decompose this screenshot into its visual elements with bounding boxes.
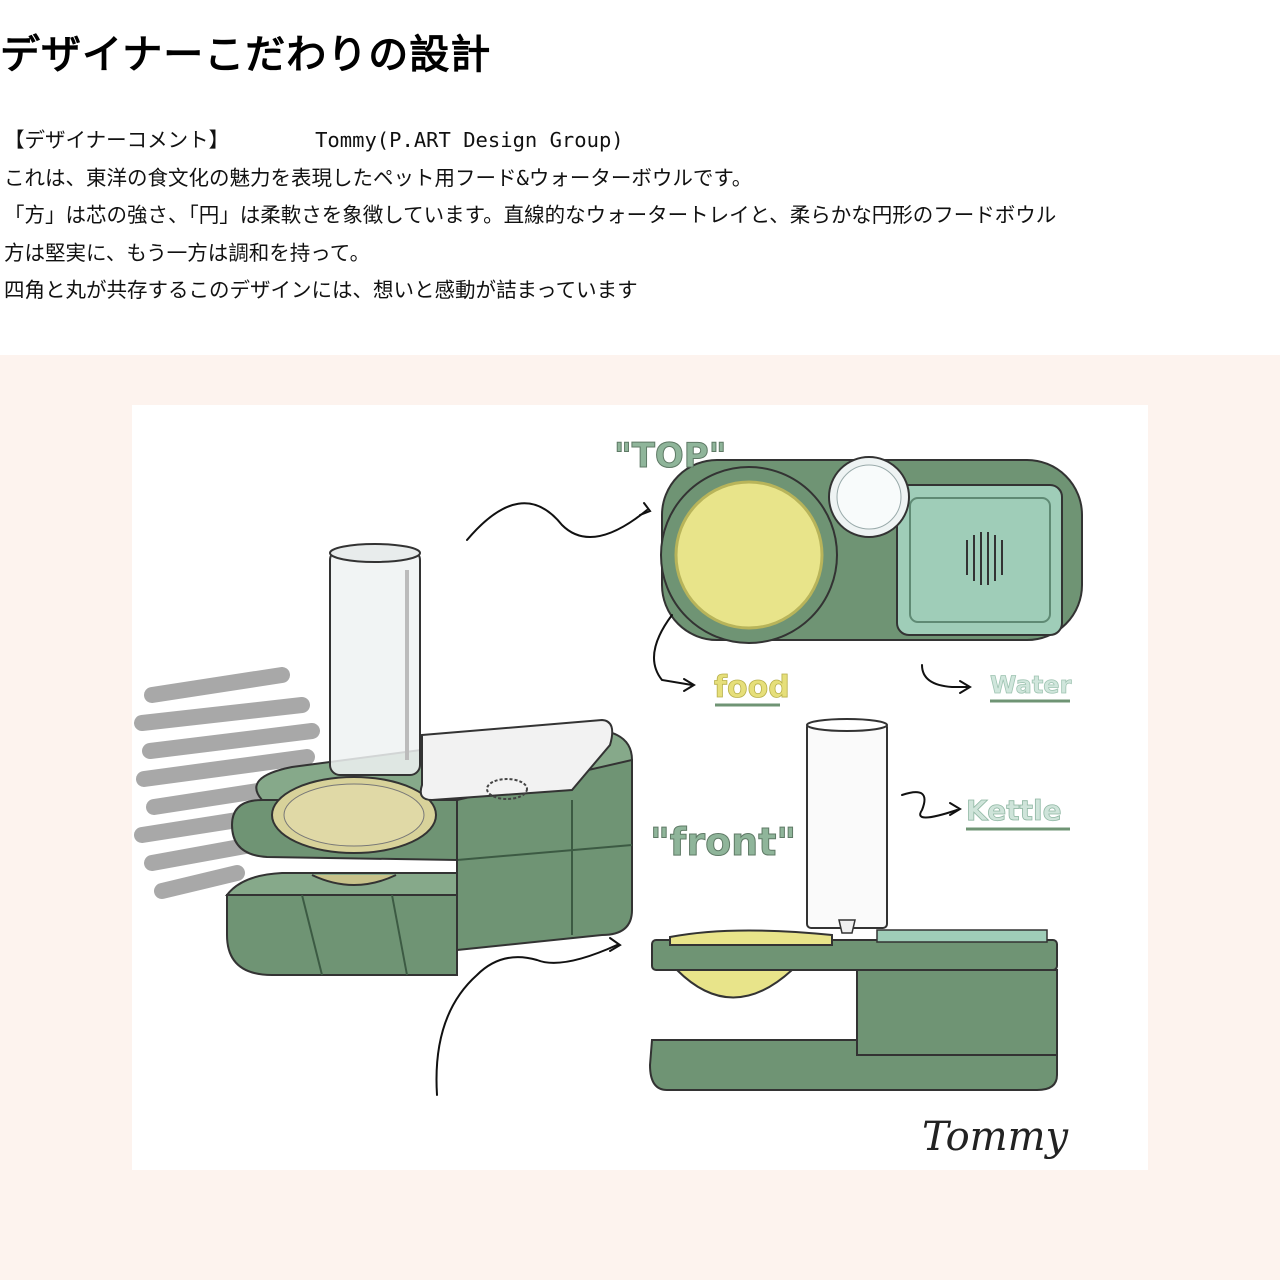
sketch-labels: "TOP" "front" food Water Kettle Tommy [614, 436, 1072, 1161]
page-title: デザイナーこだわりの設計 [0, 32, 492, 78]
comment-heading: 【デザイナーコメント】 [4, 128, 230, 152]
drain-grid [966, 532, 1003, 585]
annotation-arrows [435, 502, 972, 1096]
perspective-view [134, 543, 634, 976]
comment-line: これは、東洋の食文化の魅力を表現したペット用フード&ウォーターボウルです。 [4, 165, 753, 190]
top-view [660, 456, 1083, 644]
label-water: Water [990, 671, 1072, 699]
comment-heading-row: 【デザイナーコメント】 Tommy(P.ART Design Group) [4, 122, 1280, 160]
sketch-drawing: "TOP" "front" food Water Kettle Tommy [134, 436, 1083, 1161]
front-view [648, 718, 1058, 1091]
comment-line: 「方」は芯の強さ、「円」は柔軟さを象徴しています。直線的なウォータートレイと、柔… [4, 203, 1057, 227]
design-sketch: "TOP" "front" food Water Kettle Tommy [132, 405, 1148, 1170]
label-top: "TOP" [614, 436, 726, 476]
signature: Tommy [922, 1114, 1070, 1160]
designer-comment: 【デザイナーコメント】 Tommy(P.ART Design Group) これは… [4, 122, 1280, 310]
comment-line: 四角と丸が共存するこのデザインには、想いと感動が詰まっています [4, 278, 638, 302]
comment-line: 方は堅実に、もう一方は調和を持って。 [4, 240, 371, 265]
label-front: "front" [650, 820, 796, 864]
comment-author: Tommy(P.ART Design Group) [315, 128, 624, 152]
label-kettle: Kettle [966, 794, 1062, 827]
label-food: food [714, 670, 790, 705]
